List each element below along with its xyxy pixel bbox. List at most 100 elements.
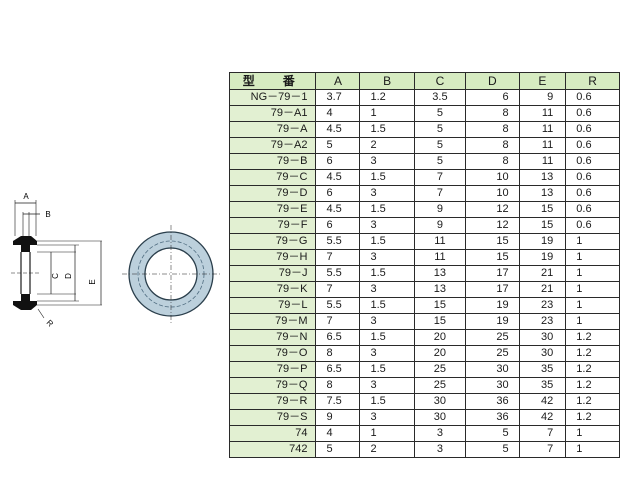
cell-a: 7 bbox=[315, 313, 361, 330]
cell-c: 13 bbox=[413, 265, 466, 282]
cell-a: 6.5 bbox=[315, 329, 361, 346]
cell-b: 1 bbox=[359, 425, 415, 442]
cell-r: 0.6 bbox=[565, 153, 620, 170]
cell-model: 79－J bbox=[228, 265, 317, 282]
cell-e: 13 bbox=[518, 185, 567, 202]
cell-a: 5 bbox=[315, 137, 361, 154]
cell-e: 23 bbox=[518, 313, 567, 330]
header-d: D bbox=[464, 72, 520, 90]
cell-b: 1.5 bbox=[359, 265, 415, 282]
cell-r: 1.2 bbox=[565, 345, 620, 362]
cell-a: 4 bbox=[315, 105, 361, 122]
cell-r: 1.2 bbox=[565, 409, 620, 426]
cell-c: 7 bbox=[413, 185, 466, 202]
cell-r: 1 bbox=[565, 249, 620, 266]
cell-b: 2 bbox=[359, 137, 415, 154]
cell-model: 79－B bbox=[228, 153, 317, 170]
cell-a: 5.5 bbox=[315, 233, 361, 250]
cell-b: 1.5 bbox=[359, 361, 415, 378]
cell-model: 79－G bbox=[228, 233, 317, 250]
cell-model: 79－Q bbox=[228, 377, 317, 394]
cell-e: 7 bbox=[518, 441, 567, 458]
cell-a: 6 bbox=[315, 153, 361, 170]
cell-b: 3 bbox=[359, 185, 415, 202]
header-model: 型 番 bbox=[228, 72, 317, 90]
cell-a: 6 bbox=[315, 217, 361, 234]
cell-d: 5 bbox=[464, 441, 520, 458]
cell-model: 79－C bbox=[228, 169, 317, 186]
cell-d: 19 bbox=[464, 313, 520, 330]
cell-a: 7.5 bbox=[315, 393, 361, 410]
cell-e: 35 bbox=[518, 361, 567, 378]
cell-a: 5 bbox=[315, 441, 361, 458]
cell-c: 20 bbox=[413, 345, 466, 362]
cell-b: 3 bbox=[359, 377, 415, 394]
cell-e: 11 bbox=[518, 121, 567, 138]
cell-model: 79－N bbox=[228, 329, 317, 346]
cell-e: 7 bbox=[518, 425, 567, 442]
cell-r: 1 bbox=[565, 441, 620, 458]
cell-r: 0.6 bbox=[565, 201, 620, 218]
cell-a: 8 bbox=[315, 377, 361, 394]
header-b: B bbox=[359, 72, 415, 90]
lower-section bbox=[13, 294, 37, 310]
cell-a: 3.7 bbox=[315, 89, 361, 106]
cell-e: 42 bbox=[518, 393, 567, 410]
cell-c: 11 bbox=[413, 233, 466, 250]
cell-r: 0.6 bbox=[565, 137, 620, 154]
cell-c: 3 bbox=[413, 425, 466, 442]
cell-model: 79－K bbox=[228, 281, 317, 298]
cell-c: 3.5 bbox=[413, 89, 466, 106]
cell-d: 25 bbox=[464, 329, 520, 346]
cell-a: 5.5 bbox=[315, 297, 361, 314]
cell-e: 23 bbox=[518, 297, 567, 314]
upper-section bbox=[13, 236, 37, 252]
cell-b: 3 bbox=[359, 153, 415, 170]
cell-e: 42 bbox=[518, 409, 567, 426]
cell-a: 4 bbox=[315, 425, 361, 442]
cell-e: 15 bbox=[518, 201, 567, 218]
cell-b: 1 bbox=[359, 105, 415, 122]
cell-e: 11 bbox=[518, 137, 567, 154]
cell-a: 4.5 bbox=[315, 169, 361, 186]
cell-e: 11 bbox=[518, 105, 567, 122]
cell-d: 6 bbox=[464, 89, 520, 106]
cell-c: 11 bbox=[413, 249, 466, 266]
cell-d: 10 bbox=[464, 185, 520, 202]
cell-model: 79－D bbox=[228, 185, 317, 202]
cell-c: 5 bbox=[413, 153, 466, 170]
cell-d: 19 bbox=[464, 297, 520, 314]
dim-label-d: D bbox=[64, 273, 73, 279]
cell-b: 3 bbox=[359, 217, 415, 234]
cell-b: 1.5 bbox=[359, 169, 415, 186]
cell-e: 9 bbox=[518, 89, 567, 106]
cell-model: 79－E bbox=[228, 201, 317, 218]
cell-b: 1.5 bbox=[359, 233, 415, 250]
cell-a: 8 bbox=[315, 345, 361, 362]
cell-model: 79－M bbox=[228, 313, 317, 330]
cell-e: 19 bbox=[518, 249, 567, 266]
cell-d: 30 bbox=[464, 377, 520, 394]
cell-b: 3 bbox=[359, 281, 415, 298]
cell-d: 8 bbox=[464, 137, 520, 154]
cell-model: 79－R bbox=[228, 393, 317, 410]
header-r: R bbox=[565, 72, 620, 90]
dim-label-a: A bbox=[23, 192, 29, 201]
cell-c: 20 bbox=[413, 329, 466, 346]
cell-r: 0.6 bbox=[565, 89, 620, 106]
